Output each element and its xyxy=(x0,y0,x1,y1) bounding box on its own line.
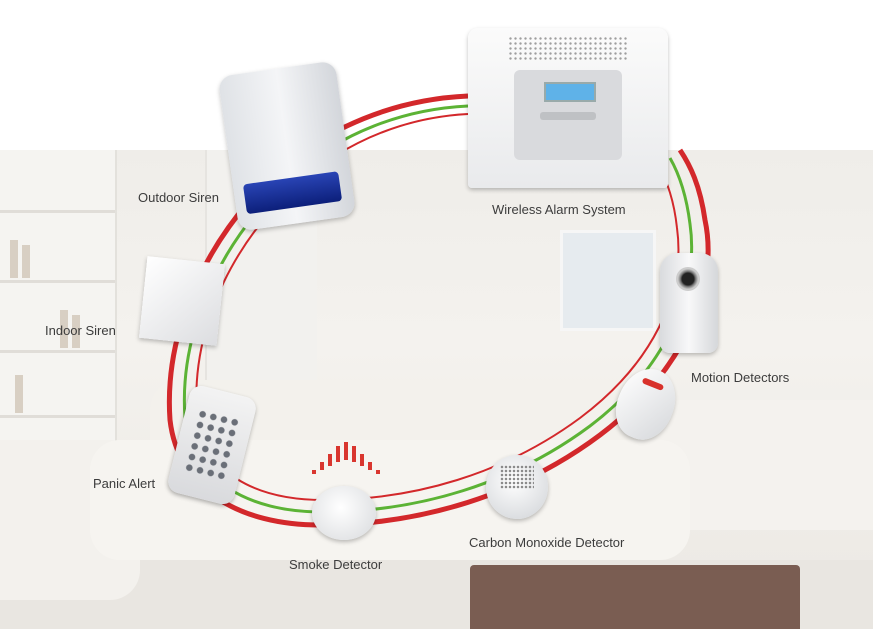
label-wireless-alarm-system: Wireless Alarm System xyxy=(492,202,626,217)
burst-bar xyxy=(344,442,348,460)
label-smoke-detector: Smoke Detector xyxy=(289,557,383,572)
motion-camera-detector[interactable] xyxy=(660,253,718,353)
alarm-panel[interactable] xyxy=(468,28,668,188)
panel-speaker-grill xyxy=(508,36,628,60)
burst-bar xyxy=(376,470,380,474)
book xyxy=(10,240,18,278)
keypad-keys[interactable] xyxy=(182,407,242,483)
siren-strobe xyxy=(242,171,343,215)
panel-buttons[interactable] xyxy=(540,112,596,120)
panel-face xyxy=(514,70,622,160)
burst-bar xyxy=(360,454,364,466)
window xyxy=(560,230,656,331)
shelf-board xyxy=(0,280,115,283)
label-panic-alert: Panic Alert xyxy=(93,476,156,491)
shelf-board xyxy=(0,415,115,418)
burst-bar xyxy=(336,446,340,462)
pir-led-indicator xyxy=(641,377,665,392)
label-motion-detectors: Motion Detectors xyxy=(691,370,790,385)
co-detector-grill xyxy=(500,465,534,489)
shelf-board xyxy=(0,350,115,353)
coffee-table xyxy=(470,565,800,629)
smoke-detector[interactable] xyxy=(312,486,376,540)
camera-lens-icon xyxy=(676,267,700,291)
label-carbon-monoxide-detector: Carbon Monoxide Detector xyxy=(469,535,625,550)
panel-display xyxy=(544,82,596,102)
carbon-monoxide-detector[interactable] xyxy=(486,455,548,519)
outdoor-siren[interactable] xyxy=(217,60,357,232)
burst-bar xyxy=(328,454,332,466)
burst-bar xyxy=(368,462,372,470)
burst-bar xyxy=(312,470,316,474)
shelf-board xyxy=(0,210,115,213)
book xyxy=(60,310,68,348)
bookshelf xyxy=(0,150,117,480)
smoke-alarm-burst-icon xyxy=(312,442,380,474)
book xyxy=(22,245,30,278)
indoor-siren[interactable] xyxy=(138,256,226,346)
book xyxy=(72,315,80,348)
burst-bar xyxy=(320,462,324,470)
burst-bar xyxy=(352,446,356,462)
label-outdoor-siren: Outdoor Siren xyxy=(138,190,219,205)
label-indoor-siren: Indoor Siren xyxy=(45,323,116,338)
book xyxy=(15,375,23,413)
